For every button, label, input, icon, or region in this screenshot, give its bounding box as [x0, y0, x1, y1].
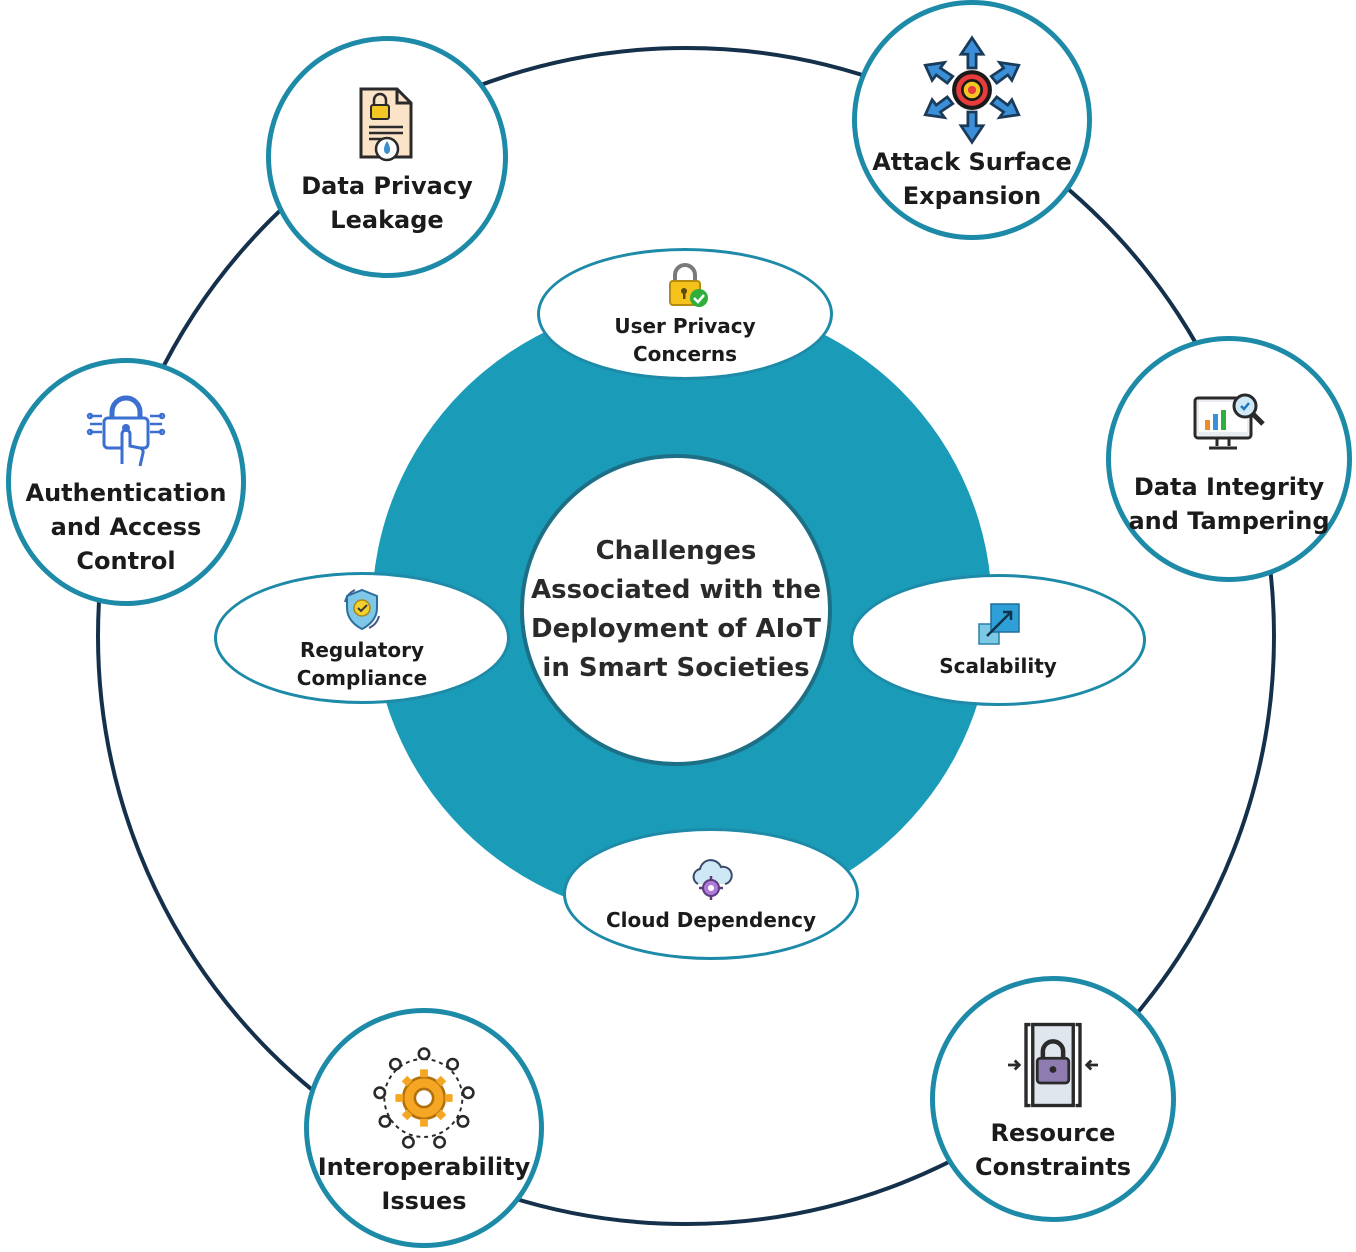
outer-data-integrity-label: Data Integrity and Tampering [1128, 473, 1330, 535]
outer-interoperability-issues: Interoperability Issues [304, 1008, 544, 1248]
cloud-gear-icon [692, 859, 733, 900]
outer-resource-label: Resource Constraints [974, 1119, 1132, 1181]
shield-check-icon [344, 588, 380, 631]
center-title: Challenges Associated with the Deploymen… [530, 536, 822, 683]
fingerprint-lock-icon [86, 395, 166, 467]
padlock-check-icon [669, 263, 708, 307]
center-title-circle: Challenges Associated with the Deploymen… [520, 454, 832, 766]
inner-cloud-dependency: Cloud Dependency [563, 828, 859, 960]
outer-data-integrity-tampering: Data Integrity and Tampering [1106, 336, 1352, 582]
inner-scalability-label: Scalability [939, 654, 1057, 678]
outer-data-privacy-leakage: Data Privacy Leakage [266, 36, 508, 278]
outer-authentication-label: Authentication and Access Control [25, 479, 227, 575]
scale-arrow-icon [978, 603, 1020, 645]
inner-user-privacy-label: User Privacy Concerns [614, 314, 756, 366]
outer-data-privacy-label: Data Privacy Leakage [301, 172, 473, 234]
target-arrows-icon [923, 35, 1021, 145]
inner-user-privacy: User Privacy Concerns [537, 248, 833, 380]
inner-regulatory-label: Regulatory Compliance [296, 638, 428, 690]
outer-resource-constraints: Resource Constraints [930, 976, 1176, 1222]
locked-document-icon [359, 87, 413, 162]
outer-orbit-ring [96, 46, 1276, 1226]
outer-attack-surface-label: Attack Surface Expansion [872, 148, 1072, 210]
inner-cloud-label: Cloud Dependency [605, 908, 817, 932]
outer-interoperability-label: Interoperability Issues [317, 1153, 531, 1215]
inner-regulatory-compliance: Regulatory Compliance [214, 572, 510, 704]
compressed-lock-icon [1008, 1022, 1098, 1108]
outer-authentication-access-control: Authentication and Access Control [6, 358, 246, 606]
inner-scalability: Scalability [850, 574, 1146, 706]
gear-network-icon [373, 1047, 475, 1149]
monitor-analytics-icon [1193, 393, 1265, 450]
outer-attack-surface-expansion: Attack Surface Expansion [852, 0, 1092, 240]
